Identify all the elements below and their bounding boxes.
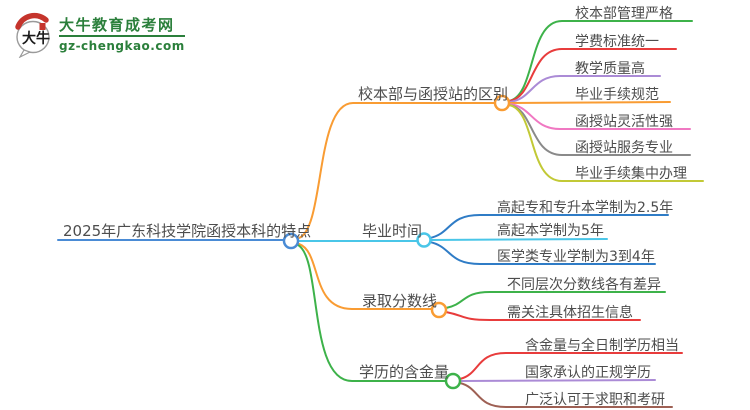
edge-teaching-quality bbox=[508, 75, 661, 103]
edge-score-differs bbox=[445, 291, 666, 309]
branch-campus-diff-label: 校本部与函授站的区别 bbox=[358, 85, 508, 103]
leaf-station-service-label: 函授站服务专业 bbox=[575, 140, 673, 156]
logo-bubble-icon: 大牛 bbox=[15, 12, 50, 58]
logo-red-arc bbox=[15, 12, 49, 30]
edge-graduation-formal bbox=[508, 101, 671, 104]
branch-degree-value-label: 学历的含金量 bbox=[359, 363, 449, 381]
edge-root-degree-value bbox=[297, 244, 447, 382]
edge-root-admission-score bbox=[298, 243, 433, 310]
root-node-circle bbox=[282, 232, 300, 250]
leaf-term-5-years-label: 高起本学制为5年 bbox=[497, 222, 604, 239]
leaf-tuition-standard-label: 学费标准统一 bbox=[575, 34, 659, 50]
leaf-value-jobs-label: 广泛认可于求职和考研 bbox=[525, 392, 665, 408]
campus-diff-node-circle bbox=[493, 94, 511, 112]
leaf-teaching-quality-label: 教学质量高 bbox=[575, 60, 645, 77]
leaf-campus-strict-label: 校本部管理严格 bbox=[575, 5, 673, 22]
edge-term-5-years bbox=[429, 238, 608, 241]
site-logo: 大牛 大牛教育成考网 gz-chengkao.com bbox=[14, 10, 185, 58]
edge-root-campus-diff bbox=[298, 102, 496, 239]
leaf-score-differs-label: 不同层次分数线各有差异 bbox=[507, 277, 661, 293]
edge-tuition-standard bbox=[508, 48, 677, 102]
logo-seal bbox=[39, 23, 46, 30]
logo-icon-text: 大牛 bbox=[22, 30, 50, 47]
branch-graduation-time-label: 毕业时间 bbox=[362, 222, 422, 240]
leaf-station-flexible-label: 函授站灵活性强 bbox=[575, 114, 673, 130]
leaf-value-recognized-label: 国家承认的正规学历 bbox=[525, 364, 651, 381]
branch-admission-score-label: 录取分数线 bbox=[362, 292, 437, 310]
edge-term-medical bbox=[429, 241, 656, 265]
edge-campus-strict bbox=[508, 20, 693, 102]
edge-score-attention bbox=[445, 311, 641, 321]
degree-value-node-circle bbox=[444, 372, 462, 390]
logo-divider bbox=[59, 35, 185, 37]
leaf-term-2-5-years-label: 高起专和专升本学制为2.5年 bbox=[497, 199, 673, 216]
leaf-value-fulltime-label: 含金量与全日制学历相当 bbox=[525, 337, 679, 354]
edge-graduation-centralized bbox=[508, 104, 704, 182]
bubble-tail bbox=[18, 49, 32, 58]
graduation-time-node-circle bbox=[416, 232, 432, 248]
leaf-graduation-centralized-label: 毕业手续集中办理 bbox=[575, 165, 687, 182]
edge-term-2-5-years bbox=[429, 214, 669, 239]
root-label: 2025年广东科技学院函授本科的特点 bbox=[63, 222, 311, 240]
site-name: 大牛教育成考网 bbox=[59, 16, 175, 34]
leaf-term-medical-label: 医学类专业学制为3到4年 bbox=[497, 249, 655, 265]
edge-station-flexible bbox=[508, 103, 691, 130]
site-url: gz-chengkao.com bbox=[59, 39, 185, 53]
leaf-score-attention-label: 需关注具体招生信息 bbox=[507, 304, 633, 321]
edge-value-fulltime bbox=[459, 352, 683, 380]
edge-value-recognized bbox=[459, 379, 656, 382]
admission-score-node-circle bbox=[430, 301, 448, 319]
leaf-graduation-formal-label: 毕业手续规范 bbox=[575, 86, 659, 103]
edge-value-jobs bbox=[459, 382, 673, 408]
